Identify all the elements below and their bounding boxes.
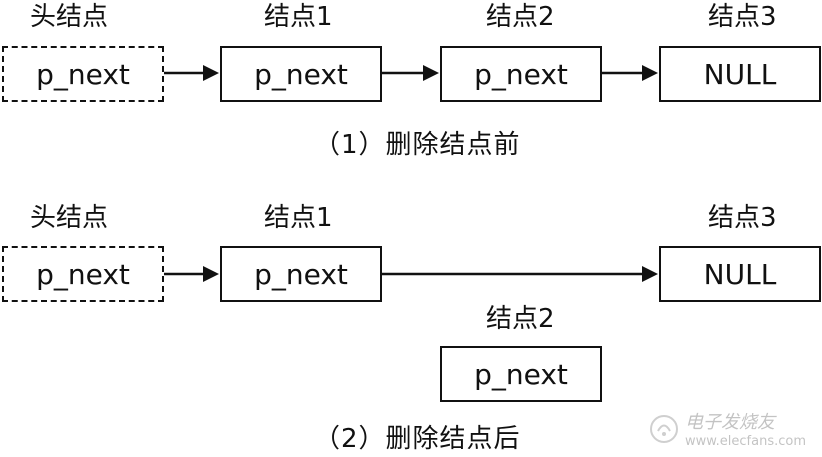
node2-box-before: p_next: [440, 46, 602, 102]
arrowhead-head-to-node1-after: [203, 266, 219, 282]
arrowhead-node2-to-node3-before: [642, 65, 658, 81]
node1-box-after: p_next: [220, 246, 382, 302]
node1-value-before: p_next: [254, 57, 348, 91]
node3-value-after: NULL: [703, 257, 777, 291]
head-node-label-after: 头结点: [30, 203, 109, 233]
node3-box-after: NULL: [659, 246, 821, 302]
caption-after: （2）删除结点后: [314, 424, 521, 454]
head-node-value-before: p_next: [36, 57, 130, 91]
head-node-box-before: p_next: [2, 46, 164, 102]
watermark-title: 电子发烧友: [684, 412, 775, 433]
watermark-logo-icon: [649, 414, 678, 443]
node3-label-after: 结点3: [708, 203, 777, 233]
node1-label-after: 结点1: [264, 203, 333, 233]
node3-box-before: NULL: [659, 46, 821, 102]
watermark-text: 电子发烧友 www.elecfans.com: [685, 408, 806, 449]
node1-box-before: p_next: [220, 46, 382, 102]
node2-label-after: 结点2: [486, 304, 555, 334]
caption-before: （1）删除结点前: [314, 130, 521, 160]
node2-box-after: p_next: [440, 346, 602, 402]
arrowhead-node1-to-node2-before: [423, 65, 439, 81]
node3-label-before: 结点3: [708, 2, 777, 32]
head-node-label-before: 头结点: [30, 2, 109, 32]
node3-value-before: NULL: [703, 57, 777, 91]
node2-label-before: 结点2: [486, 2, 555, 32]
node1-value-after: p_next: [254, 257, 348, 291]
node2-value-after: p_next: [474, 357, 568, 391]
head-node-box-after: p_next: [2, 246, 164, 302]
head-node-value-after: p_next: [36, 257, 130, 291]
watermark-url: www.elecfans.com: [684, 434, 806, 449]
watermark: 电子发烧友 www.elecfans.com: [649, 408, 806, 449]
arrowhead-node1-to-node3-after: [642, 266, 658, 282]
node2-value-before: p_next: [474, 57, 568, 91]
arrowhead-head-to-node1-before: [203, 65, 219, 81]
node1-label-before: 结点1: [264, 2, 333, 32]
